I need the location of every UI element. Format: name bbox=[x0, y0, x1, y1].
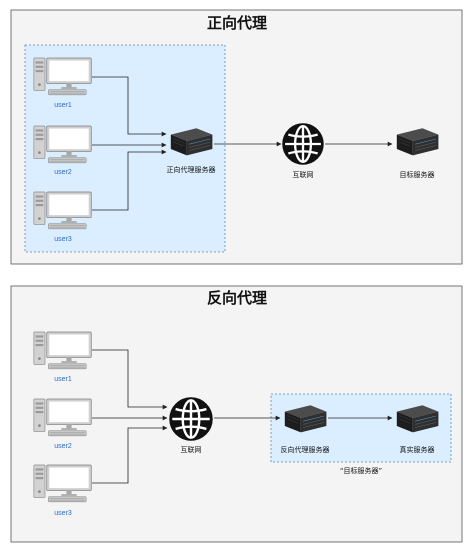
reverse-user1: user1 bbox=[33, 331, 92, 383]
forward-user1: user1 bbox=[33, 57, 92, 109]
forward-user2-label: user2 bbox=[54, 169, 72, 176]
reverse-group-note: “目标服务器” bbox=[340, 466, 382, 475]
reverse-user3: user3 bbox=[33, 464, 92, 517]
reverse-user3-label: user3 bbox=[54, 510, 72, 517]
forward-proxy-label: 正向代理服务器 bbox=[167, 165, 216, 174]
reverse-user1-connector bbox=[92, 349, 168, 410]
reverse-real-label: 真实服务器 bbox=[400, 445, 435, 454]
globe-icon bbox=[169, 397, 213, 441]
globe-icon bbox=[282, 123, 324, 165]
forward-user3-connector bbox=[92, 149, 167, 211]
forward-user1-connector bbox=[92, 76, 167, 137]
reverse-proxy-server: 反向代理服务器 bbox=[281, 404, 330, 454]
forward-user3-label: user3 bbox=[54, 236, 72, 243]
forward-user3: user3 bbox=[33, 191, 92, 243]
reverse-proxy-label: 反向代理服务器 bbox=[281, 445, 330, 454]
reverse-real-server: 真实服务器 bbox=[396, 404, 439, 454]
reverse-user1-label: user1 bbox=[54, 376, 72, 383]
reverse-user2-label: user2 bbox=[54, 443, 72, 450]
reverse-internet-label: 互联网 bbox=[181, 445, 202, 454]
forward-target-server: 目标服务器 bbox=[396, 127, 439, 179]
forward-internet: 互联网 bbox=[282, 123, 324, 179]
reverse-proxy-title: 反向代理 bbox=[207, 289, 267, 307]
forward-proxy-server: 正向代理服务器 bbox=[167, 127, 216, 174]
reverse-user3-connector bbox=[92, 425, 168, 484]
forward-proxy-title: 正向代理 bbox=[207, 14, 267, 32]
forward-target-label: 目标服务器 bbox=[400, 170, 435, 179]
forward-user2: user2 bbox=[33, 125, 92, 176]
reverse-user2: user2 bbox=[33, 398, 92, 450]
forward-internet-label: 互联网 bbox=[293, 170, 314, 179]
forward-user1-label: user1 bbox=[54, 102, 72, 109]
reverse-internet: 互联网 bbox=[169, 397, 213, 454]
